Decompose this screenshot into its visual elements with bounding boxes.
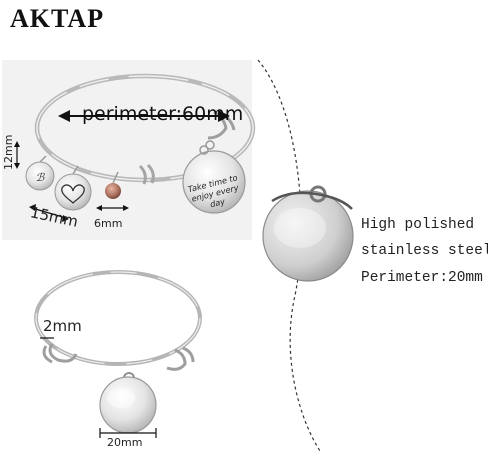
dimension-marks-small bbox=[14, 141, 129, 222]
closeup-disc bbox=[262, 185, 354, 282]
perimeter-arrow bbox=[58, 110, 230, 122]
large-bangle bbox=[34, 73, 256, 185]
perimeter-label: perimeter:60mm bbox=[82, 103, 244, 125]
svg-text:ℬ: ℬ bbox=[36, 171, 46, 184]
charm-a-size-label: 12mm bbox=[2, 134, 15, 170]
small-bangle-disc bbox=[99, 376, 157, 434]
disc-size-label: 20mm bbox=[107, 436, 143, 449]
dimension-mark-disc bbox=[99, 428, 157, 438]
charm-message-disc bbox=[182, 140, 246, 214]
charm-heart-disc bbox=[54, 165, 92, 211]
charm-small-round: ℬ bbox=[25, 155, 55, 191]
spec-line-1: High polished bbox=[361, 217, 475, 233]
spec-line-2: stainless steel bbox=[361, 243, 488, 259]
wire-size-label: 2mm bbox=[43, 317, 82, 335]
divider-arc bbox=[257, 59, 321, 451]
small-bangle bbox=[34, 270, 202, 384]
spec-line-3: Perimeter:20mm bbox=[361, 270, 483, 286]
brand-logo: AKTAP bbox=[10, 4, 105, 33]
charm-c-size-label: 6mm bbox=[94, 217, 123, 230]
charm-rose-bead bbox=[105, 171, 121, 199]
